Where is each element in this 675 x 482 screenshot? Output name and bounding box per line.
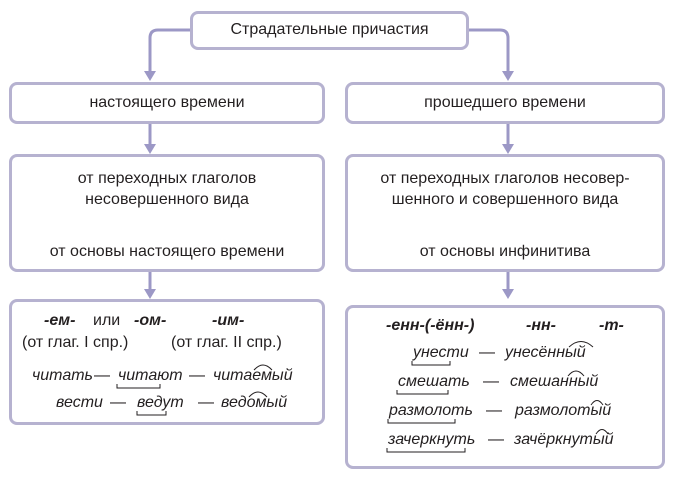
right-example-4-dash: — xyxy=(488,431,504,448)
right-example-2-word-1: смешать xyxy=(398,373,470,390)
left-example-2-word-1: вести xyxy=(56,394,103,411)
stem-bracket-chita-icon xyxy=(116,384,161,389)
left-example-1-word-3: читаемый xyxy=(213,367,293,384)
left-heading-text: настоящего времени xyxy=(89,94,245,111)
left-example-2-dash-1: — xyxy=(110,394,126,411)
left-source-line-1: от переходных глаголов xyxy=(77,170,257,187)
arrow-head-left-source xyxy=(144,144,156,154)
right-example-3-dash: — xyxy=(486,402,502,419)
right-suffix-box xyxy=(345,305,665,469)
left-suffix-box xyxy=(9,299,325,425)
stem-bracket-smesha-icon xyxy=(396,390,449,395)
left-example-2-dash-2: — xyxy=(198,394,214,411)
right-source-line-1: от переходных глаголов несовер- xyxy=(380,170,630,187)
suffix-em: -ем- xyxy=(44,312,76,329)
right-basis-text: от основы инфинитива xyxy=(419,243,591,260)
suffix-im: -им- xyxy=(212,312,245,329)
right-example-2-word-2: смешанный xyxy=(510,373,599,390)
left-example-2-word-3: ведомый xyxy=(221,394,288,411)
suffix-arch-enn-icon xyxy=(568,341,594,348)
left-basis-text: от основы настоящего времени xyxy=(49,243,285,260)
right-source-box xyxy=(345,154,665,272)
right-source-line-2: шенного и совершенного вида xyxy=(391,191,619,208)
right-example-2-dash: — xyxy=(483,373,499,390)
suffix-nn: -нн- xyxy=(526,317,556,334)
right-heading-text: прошедшего времени xyxy=(424,94,586,111)
left-source-line-2: несовершенного вида xyxy=(85,191,249,208)
right-example-1-word-2: унесённый xyxy=(505,344,586,361)
left-example-1-word-2: читают xyxy=(118,367,183,384)
suffix-arch-t-2-icon xyxy=(595,429,609,435)
arrow-head-left-heading xyxy=(144,71,156,81)
left-heading-box xyxy=(9,82,325,124)
right-example-3-word-1: размолоть xyxy=(389,402,473,419)
suffix-arch-t-1-icon xyxy=(590,400,604,406)
suffix-enn: -енн-(-ённ-) xyxy=(386,317,475,334)
title-text: Страдательные причастия xyxy=(230,21,429,38)
right-example-1-dash: — xyxy=(479,344,495,361)
suffix-t: -т- xyxy=(599,317,624,334)
right-example-4-word-1: зачеркнуть xyxy=(388,431,476,448)
suffix-om: -ом- xyxy=(134,312,167,329)
right-example-4-word-2: зачёркнутый xyxy=(514,431,614,448)
conjugation-1-note: (от глаг. I спр.) xyxy=(22,334,129,351)
suffix-arch-nn-icon xyxy=(567,370,585,377)
stem-bracket-zacherknu-icon xyxy=(386,448,466,453)
suffix-arch-om-icon xyxy=(248,391,268,398)
arrow-head-right-heading xyxy=(502,71,514,81)
left-example-2-word-2: ведут xyxy=(137,394,184,411)
title-box xyxy=(190,11,469,50)
left-source-box xyxy=(9,154,325,272)
arrow-head-right-source xyxy=(502,144,514,154)
right-example-1-word-1: унести xyxy=(413,344,469,361)
right-example-3-word-2: размолотый xyxy=(515,402,612,419)
conjugation-2-note: (от глаг. II спр.) xyxy=(171,334,282,351)
stem-bracket-unes-icon xyxy=(411,361,451,366)
arrow-head-right-suffix xyxy=(502,289,514,299)
left-example-1-dash-2: — xyxy=(189,367,205,384)
arrow-head-left-suffix xyxy=(144,289,156,299)
suffix-arch-em-icon xyxy=(253,364,273,371)
suffix-or-word: или xyxy=(93,312,121,329)
left-example-1-dash-1: — xyxy=(94,367,110,384)
left-example-1-word-1: читать xyxy=(32,367,93,384)
arrow-title-to-left xyxy=(148,28,190,72)
right-heading-box xyxy=(345,82,665,124)
arrow-title-to-right xyxy=(469,28,510,72)
stem-bracket-razmolo-icon xyxy=(387,419,456,424)
stem-bracket-ved-icon xyxy=(136,411,167,416)
